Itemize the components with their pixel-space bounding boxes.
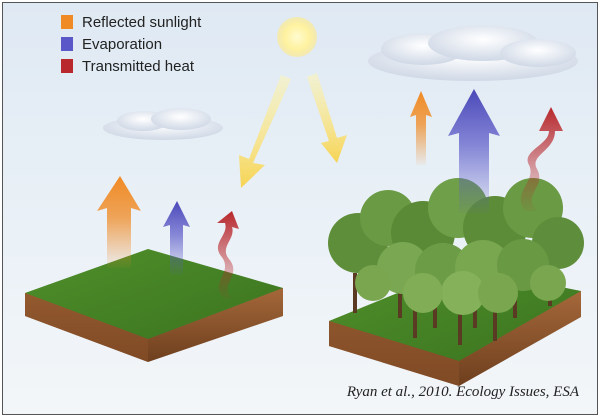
forest-trees (328, 178, 584, 345)
legend-label: Evaporation (82, 35, 163, 53)
legend-item-evaporation: Evaporation (61, 33, 201, 55)
scene-illustration (25, 17, 584, 386)
cloud-icon (103, 108, 223, 140)
transmitted-heat-arrow-right (520, 107, 563, 211)
legend-label: Transmitted heat (82, 57, 194, 75)
legend-swatch-blue (61, 37, 73, 51)
incoming-sunlight-right-arrow (307, 73, 347, 163)
legend: Reflected sunlight Evaporation Transmitt… (61, 11, 201, 77)
grass-block (25, 249, 283, 362)
reflected-sunlight-arrow-left (97, 176, 141, 268)
legend-swatch-red (61, 59, 73, 73)
citation: Ryan et al., 2010. Ecology Issues, ESA (346, 384, 579, 400)
transmitted-heat-arrow-left (217, 211, 239, 299)
diagram-frame: Reflected sunlight Evaporation Transmitt… (2, 2, 598, 415)
legend-label: Reflected sunlight (82, 13, 202, 31)
legend-swatch-orange (61, 15, 73, 29)
reflected-sunlight-arrow-right (410, 91, 432, 165)
evaporation-arrow-right (448, 89, 500, 213)
legend-item-reflected-sunlight: Reflected sunlight (61, 11, 201, 33)
sun-icon (277, 17, 317, 57)
evaporation-arrow-left (163, 201, 190, 275)
cloud-icon (368, 25, 578, 81)
legend-item-transmitted-heat: Transmitted heat (61, 55, 201, 77)
incoming-sunlight-left-arrow (239, 75, 291, 188)
